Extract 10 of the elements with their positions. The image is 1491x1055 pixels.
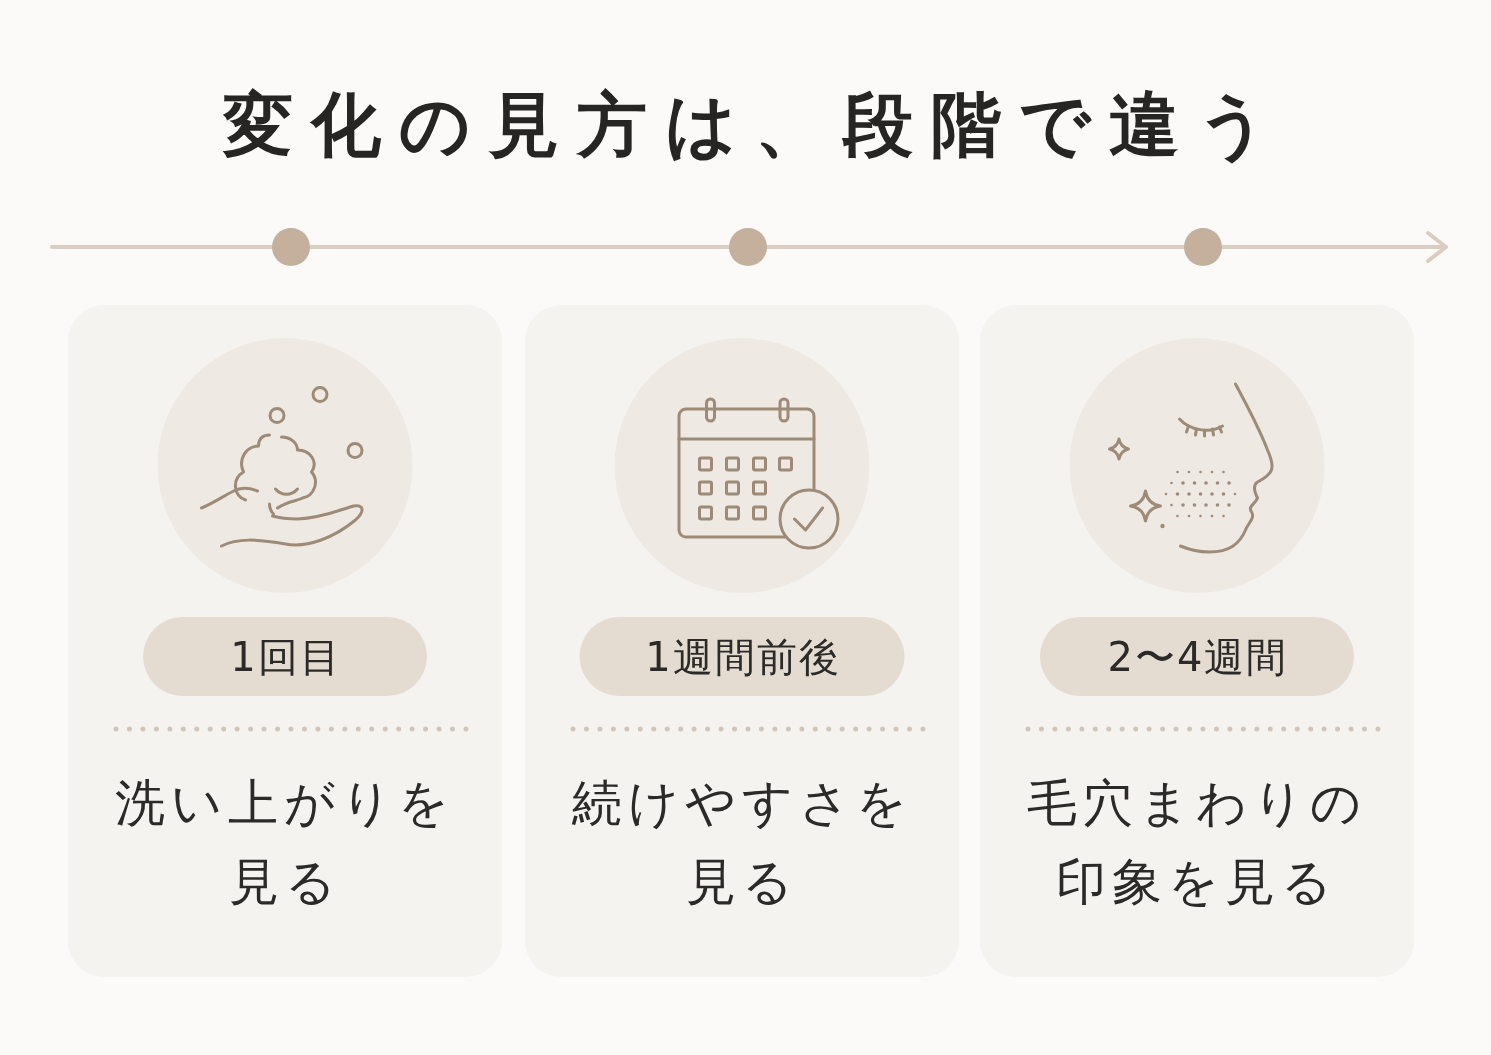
stage-card [980, 305, 1414, 977]
card-description: 洗い上がりを見る [114, 773, 456, 913]
period-tag: 1週間前後 [579, 617, 905, 696]
period-tag: 1回目 [143, 617, 427, 696]
stage-card [525, 305, 959, 977]
page-title: 変化の見方は、段階で違う [221, 83, 1287, 167]
stage-card [68, 305, 502, 977]
card-description: 続けやすさを見る [570, 773, 914, 913]
period-tag: 2〜4週間 [1040, 617, 1354, 696]
card-description: 毛穴まわりの印象を見る [1026, 773, 1368, 913]
